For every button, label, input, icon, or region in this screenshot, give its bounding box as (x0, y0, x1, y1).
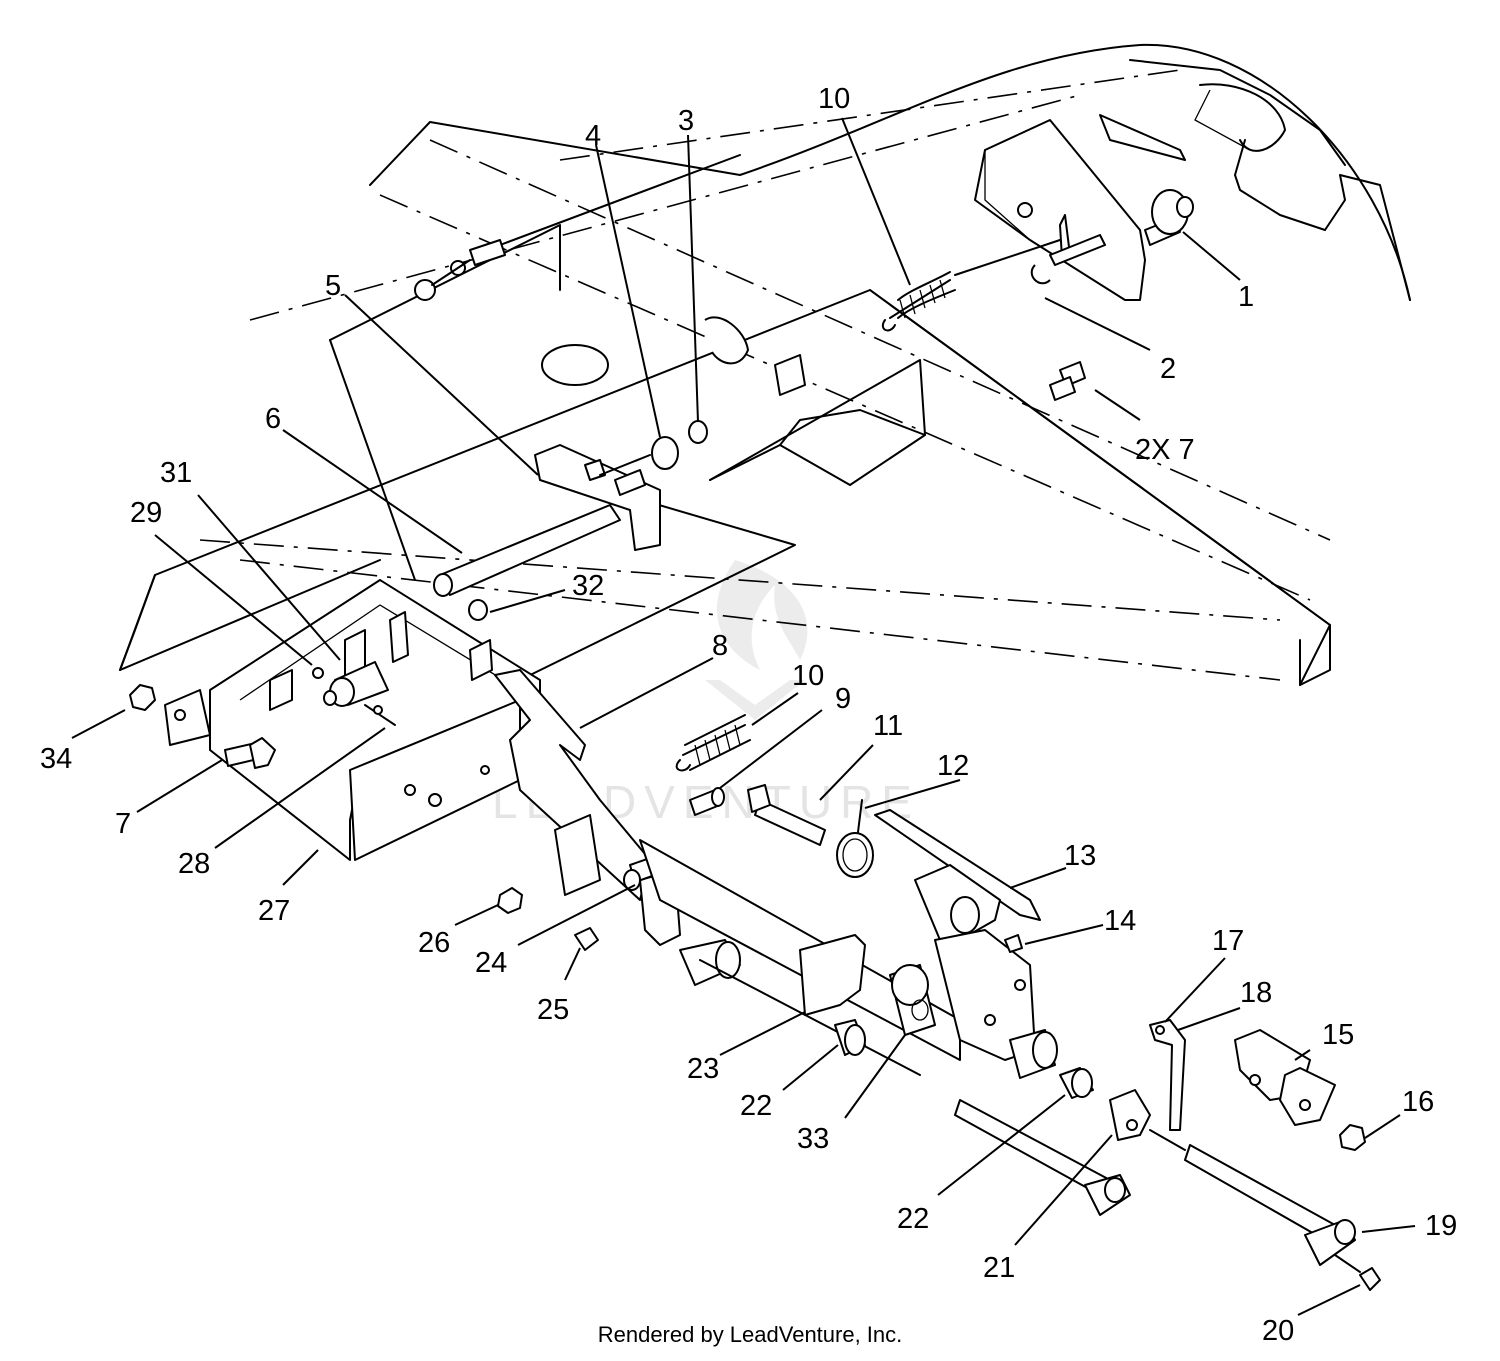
callout-34: 34 (40, 743, 72, 775)
render-credit: Rendered by LeadVenture, Inc. (597, 1322, 903, 1347)
bolt-lower (224, 737, 276, 769)
callouts: 1 2 3 4 5 6 2X 7 7 8 9 10 10 11 12 13 14… (40, 83, 1457, 1347)
callout-27: 27 (258, 895, 290, 927)
callout-7-upper: 2X 7 (1135, 434, 1195, 466)
spring-upper (881, 239, 1061, 332)
callout-21: 21 (983, 1252, 1015, 1284)
callout-28: 28 (178, 848, 210, 880)
nut-lock (651, 420, 708, 470)
callout-29: 29 (130, 497, 162, 529)
throttle-cable (414, 154, 741, 301)
callout-32: 32 (572, 570, 604, 602)
brake-pedal (874, 809, 1058, 1079)
callout-2: 2 (1160, 353, 1176, 385)
brake-rod-bracket (534, 444, 661, 551)
pin-9 (689, 787, 725, 816)
callout-10-upper: 10 (818, 83, 850, 115)
link-rod-lower (954, 1099, 1131, 1216)
rod-19 (1149, 1129, 1356, 1266)
callout-4: 4 (585, 120, 601, 152)
callout-13: 13 (1064, 840, 1096, 872)
nut-34 (129, 684, 156, 711)
spring-lower (675, 714, 751, 772)
callout-26: 26 (418, 927, 450, 959)
callout-33: 33 (797, 1123, 829, 1155)
callout-11: 11 (873, 710, 903, 742)
bolt-upper (1049, 361, 1086, 401)
callout-5: 5 (325, 270, 341, 302)
callout-15: 15 (1322, 1019, 1354, 1051)
bracket-15 (1234, 1029, 1336, 1126)
callout-3: 3 (678, 105, 694, 137)
screw-20 (1334, 1254, 1381, 1291)
torsion-spring-12 (836, 799, 874, 878)
callout-22-right: 22 (897, 1203, 929, 1235)
mount-box (164, 579, 541, 861)
spring-link (1149, 1019, 1186, 1131)
callout-19: 19 (1425, 1210, 1457, 1242)
callout-9: 9 (835, 683, 851, 715)
callout-16: 16 (1402, 1086, 1434, 1118)
nut-16 (1339, 1124, 1366, 1151)
pivot-bracket (974, 114, 1194, 301)
frame-outline (119, 43, 1411, 686)
callout-20: 20 (1262, 1315, 1294, 1347)
callout-14: 14 (1104, 905, 1136, 937)
callout-31: 31 (160, 457, 192, 489)
lever-plate (799, 934, 866, 1016)
callout-8: 8 (712, 630, 728, 662)
bolt-11 (747, 784, 826, 846)
bushing-right (1059, 1067, 1094, 1099)
callout-24: 24 (475, 947, 507, 979)
spacer-33 (889, 964, 936, 1036)
callout-12: 12 (937, 750, 969, 782)
callout-10-lower: 10 (792, 660, 824, 692)
callout-1: 1 (1238, 281, 1254, 313)
callout-7-lower: 7 (115, 808, 131, 840)
callout-18: 18 (1240, 977, 1272, 1009)
leader-lines (71, 117, 1416, 1316)
brake-rod (433, 504, 621, 621)
callout-6: 6 (265, 403, 281, 435)
callout-22-left: 22 (740, 1090, 772, 1122)
arm-21 (1109, 1089, 1151, 1141)
callout-25: 25 (537, 994, 569, 1026)
callout-17: 17 (1212, 925, 1244, 957)
callout-23: 23 (687, 1053, 719, 1085)
bushing-left (834, 1019, 866, 1056)
